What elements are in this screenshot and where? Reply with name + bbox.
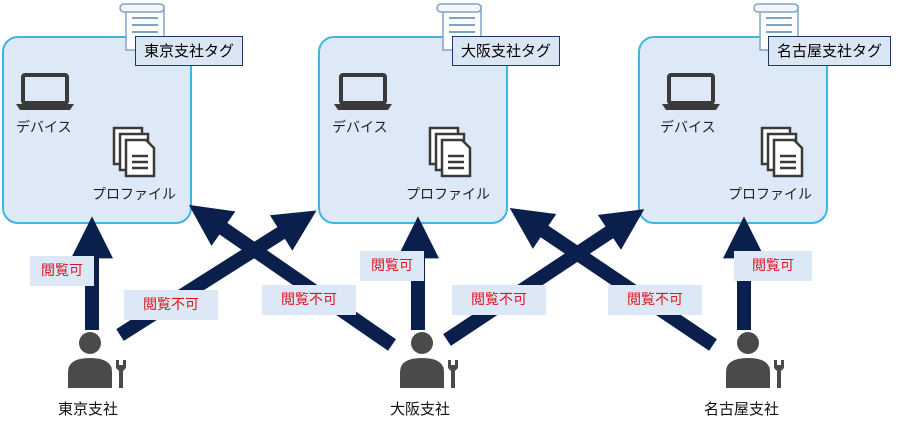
laptop-icon [334, 73, 392, 110]
tokyo-tag-label: 東京支社タグ [144, 42, 235, 60]
osaka-profile-label: プロファイル [406, 187, 490, 203]
document-stack-icon [112, 126, 156, 178]
tokyo-device-label: デバイス [16, 120, 72, 136]
nagoya-allowed-badge: 閲覧可 [734, 251, 812, 281]
osaka-device-label: デバイス [332, 120, 388, 136]
tokyo-allowed-badge: 閲覧可 [30, 256, 94, 286]
nagoya-to-osaka-denied-arrow [509, 208, 717, 351]
nagoya-tag-label: 名古屋支社タグ [777, 42, 883, 60]
laptop-icon [662, 73, 720, 110]
tokyo-tag: 東京支社タグ [135, 36, 244, 66]
osaka-tag-label: 大阪支社タグ [461, 42, 552, 60]
osaka-to-tokyo-denied-arrow [188, 204, 396, 351]
laptop-icon [16, 73, 74, 110]
document-stack-icon [760, 126, 804, 178]
document-stack-icon [428, 126, 472, 178]
nagoya-admin-icon [726, 332, 784, 388]
tokyo-panel [2, 36, 192, 224]
osaka-office-label: 大阪支社 [390, 400, 451, 418]
osaka-tag: 大阪支社タグ [452, 36, 561, 66]
osaka-to-tokyo-denied-badge: 閲覧不可 [262, 285, 356, 315]
nagoya-to-osaka-denied-badge: 閲覧不可 [608, 285, 702, 315]
tokyo-admin-icon [68, 332, 126, 388]
nagoya-tag: 名古屋支社タグ [768, 36, 892, 66]
osaka-panel [318, 36, 508, 224]
nagoya-profile-label: プロファイル [728, 187, 812, 203]
tokyo-profile-label: プロファイル [92, 187, 176, 203]
osaka-allowed-badge: 閲覧可 [360, 251, 424, 281]
tokyo-to-osaka-denied-badge: 閲覧不可 [124, 290, 218, 320]
nagoya-device-label: デバイス [660, 120, 716, 136]
nagoya-office-label: 名古屋支社 [704, 400, 780, 418]
osaka-to-nagoya-denied-arrow [443, 209, 645, 346]
osaka-admin-icon [400, 332, 458, 388]
tokyo-office-label: 東京支社 [58, 400, 119, 418]
osaka-to-nagoya-denied-badge: 閲覧不可 [452, 285, 546, 315]
